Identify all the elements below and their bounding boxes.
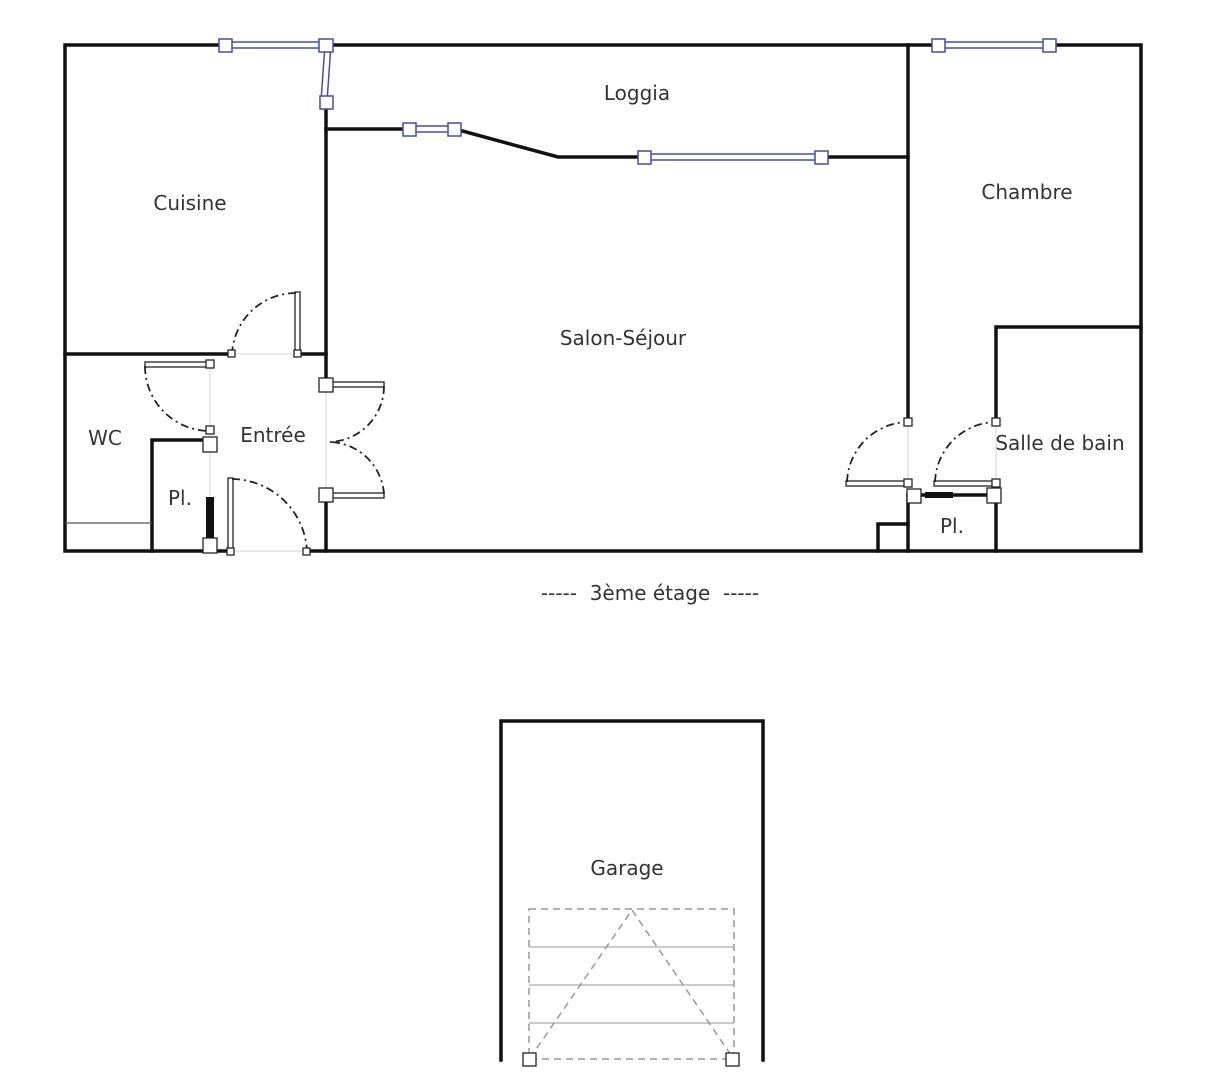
room-label-wc: WC <box>88 426 122 450</box>
room-label-salle-de-bain: Salle de bain <box>995 431 1124 455</box>
room-label-loggia: Loggia <box>604 81 670 105</box>
windows <box>218 38 1057 165</box>
room-label-cuisine: Cuisine <box>153 191 226 215</box>
room-label-salon: Salon-Séjour <box>560 326 687 350</box>
doors <box>144 291 1002 556</box>
room-label-entree: Entrée <box>240 423 306 447</box>
room-label-placard-1: Pl. <box>168 486 192 510</box>
floor-label: ----- 3ème étage ----- <box>541 581 759 605</box>
walls <box>63 43 1143 553</box>
garage <box>499 719 765 1067</box>
room-label-garage: Garage <box>590 856 663 880</box>
room-label-placard-2: Pl. <box>940 514 964 538</box>
room-label-chambre: Chambre <box>981 180 1072 204</box>
